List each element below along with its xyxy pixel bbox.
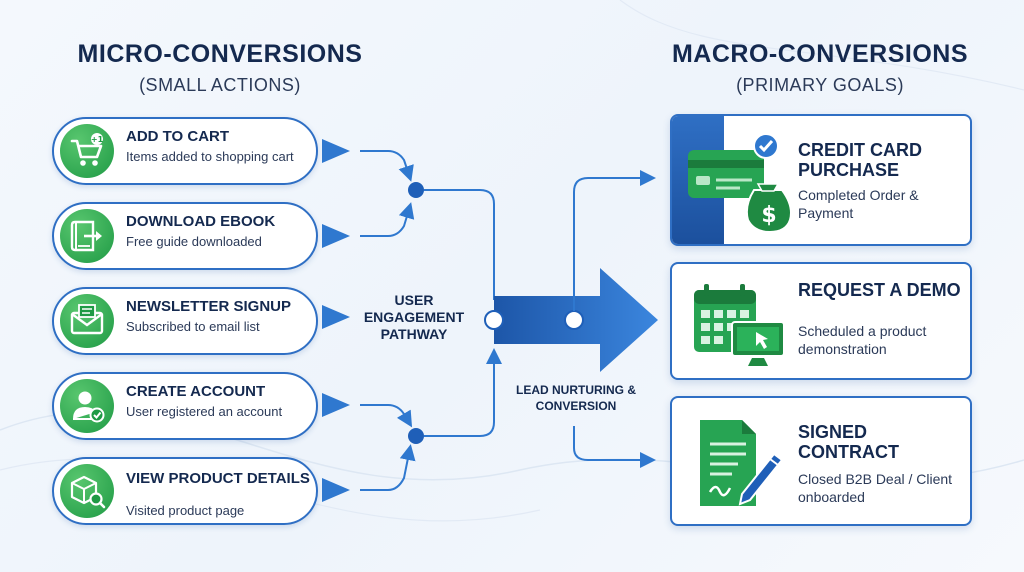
- micro-item-download-ebook[interactable]: DOWNLOAD EBOOK Free guide downloaded: [52, 202, 318, 270]
- macro-conversions-heading: MACRO-CONVERSIONS (PRIMARY GOALS): [640, 40, 1000, 96]
- micro-item-view-product-details[interactable]: VIEW PRODUCT DETAILS Visited product pag…: [52, 457, 318, 525]
- contract-pen-icon: [700, 420, 784, 506]
- macro-branch-connectors: [573, 170, 656, 468]
- macro-item-request-a-demo[interactable]: REQUEST A DEMO Scheduled a product demon…: [670, 262, 972, 380]
- macro-item-title: CREDIT CARD PURCHASE: [798, 140, 922, 180]
- cart-icon: +1: [60, 124, 114, 178]
- top-merge-node: [408, 182, 424, 198]
- micro-item-add-to-cart[interactable]: +1 ADD TO CART Items added to shopping c…: [52, 117, 318, 185]
- pathway-label: USER ENGAGEMENT PATHWAY: [363, 292, 465, 342]
- micro-item-desc: Visited product page: [126, 503, 245, 518]
- micro-item-desc: User registered an account: [126, 404, 283, 419]
- pathway-node: [484, 310, 504, 330]
- macro-item-desc: Closed B2B Deal / Client onboarded: [798, 471, 953, 505]
- ebook-icon: [60, 209, 114, 263]
- macro-item-credit-card-purchase[interactable]: $ CREDIT CARD PURCHASE Completed Order &…: [670, 114, 972, 246]
- micro-item-title: ADD TO CART: [126, 128, 230, 145]
- micro-item-title: VIEW PRODUCT DETAILS: [126, 470, 310, 487]
- macro-item-desc: Completed Order & Payment: [798, 187, 919, 221]
- micro-item-desc: Subscribed to email list: [126, 319, 260, 334]
- pill-arrowheads: [322, 139, 350, 502]
- micro-item-title: DOWNLOAD EBOOK: [126, 213, 276, 230]
- envelope-icon: [60, 294, 114, 348]
- macro-subtitle: (PRIMARY GOALS): [736, 75, 904, 95]
- micro-conversions-heading: MICRO-CONVERSIONS (SMALL ACTIONS): [40, 40, 400, 96]
- macro-item-desc: Scheduled a product demonstration: [798, 323, 927, 357]
- macro-title: MACRO-CONVERSIONS: [671, 40, 968, 68]
- micro-item-title: CREATE ACCOUNT: [126, 383, 266, 400]
- micro-item-desc: Free guide downloaded: [126, 234, 262, 249]
- calendar-monitor-icon: [694, 284, 785, 366]
- macro-item-signed-contract[interactable]: SIGNED CONTRACT Closed B2B Deal / Client…: [670, 396, 972, 526]
- macro-item-title: SIGNED CONTRACT: [798, 422, 899, 462]
- box-search-icon: [60, 464, 114, 518]
- credit-card-icon: $: [688, 133, 792, 234]
- bottom-merge-connector: [360, 348, 502, 491]
- micro-subtitle: (SMALL ACTIONS): [139, 75, 301, 95]
- macro-item-title: REQUEST A DEMO: [798, 280, 961, 300]
- top-merge-connector: [360, 150, 495, 300]
- svg-text:$: $: [761, 203, 776, 228]
- svg-text:+1: +1: [91, 135, 104, 144]
- user-check-icon: [60, 379, 114, 433]
- micro-item-newsletter-signup[interactable]: NEWSLETTER SIGNUP Subscribed to email li…: [52, 287, 318, 355]
- nurturing-label: LEAD NURTURING & CONVERSION: [516, 383, 636, 413]
- nurturing-node: [564, 310, 584, 330]
- bottom-merge-node: [408, 428, 424, 444]
- micro-item-title: NEWSLETTER SIGNUP: [126, 298, 292, 315]
- micro-item-desc: Items added to shopping cart: [126, 149, 294, 164]
- micro-title: MICRO-CONVERSIONS: [77, 40, 363, 68]
- micro-item-create-account[interactable]: CREATE ACCOUNT User registered an accoun…: [52, 372, 318, 440]
